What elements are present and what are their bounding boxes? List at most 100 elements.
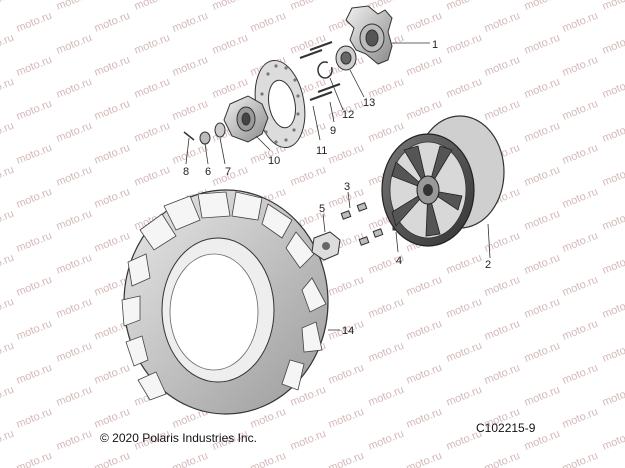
watermark-text: moto.ru	[171, 142, 210, 167]
watermark-text: moto.ru	[249, 10, 288, 35]
callout-6: 6	[205, 166, 211, 178]
watermark-text: moto.ru	[601, 32, 625, 57]
watermark-text: moto.ru	[561, 318, 600, 343]
watermark-text: moto.ru	[55, 32, 94, 57]
watermark-text: moto.ru	[15, 54, 54, 79]
watermark-text: moto.ru	[55, 164, 94, 189]
watermark-text: moto.ru	[561, 450, 600, 468]
knuckle-part-1	[345, 5, 430, 65]
watermark-text: moto.ru	[15, 142, 54, 167]
watermark-text: moto.ru	[367, 120, 406, 145]
watermark-text: moto.ru	[523, 340, 562, 365]
watermark-text: moto.ru	[561, 406, 600, 431]
watermark-text: moto.ru	[171, 10, 210, 35]
watermark-text: moto.ru	[445, 340, 484, 365]
watermark-text: moto.ru	[405, 318, 444, 343]
brake-rotor	[254, 59, 306, 149]
watermark-text: moto.ru	[55, 76, 94, 101]
watermark-text: moto.ru	[171, 450, 210, 468]
callout-5: 5	[319, 203, 325, 215]
watermark-text: moto.ru	[93, 186, 132, 211]
callout-12: 12	[342, 109, 354, 121]
watermark-text: moto.ru	[523, 296, 562, 321]
watermark-text: moto.ru	[0, 384, 16, 409]
watermark-text: moto.ru	[93, 10, 132, 35]
watermark-text: moto.ru	[55, 384, 94, 409]
center-cap-part-5	[311, 213, 341, 261]
watermark-text: moto.ru	[483, 274, 522, 299]
watermark-text: moto.ru	[367, 296, 406, 321]
watermark-text: moto.ru	[133, 164, 172, 189]
figure-code: C102215-9	[476, 421, 536, 435]
callout-9: 9	[330, 125, 336, 137]
hub-part-10	[223, 95, 271, 151]
watermark-text: moto.ru	[523, 120, 562, 145]
watermark-text: moto.ru	[55, 340, 94, 365]
watermark-text: moto.ru	[405, 450, 444, 468]
watermark-text: moto.ru	[15, 406, 54, 431]
watermark-text: moto.ru	[0, 208, 16, 233]
watermark-text: moto.ru	[483, 362, 522, 387]
watermark-text: moto.ru	[601, 208, 625, 233]
axle-hardware-parts-6-7-8	[183, 122, 226, 165]
watermark-text: moto.ru	[0, 76, 16, 101]
watermark-text: moto.ru	[55, 120, 94, 145]
watermark-text: moto.ru	[93, 362, 132, 387]
watermark-text: moto.ru	[523, 76, 562, 101]
watermark-text: moto.ru	[133, 32, 172, 57]
watermark-text: moto.ru	[601, 340, 625, 365]
watermark-text: moto.ru	[15, 98, 54, 123]
watermark-text: moto.ru	[327, 362, 366, 387]
watermark-text: moto.ru	[15, 450, 54, 468]
watermark-text: moto.ru	[601, 164, 625, 189]
watermark-text: moto.ru	[0, 32, 16, 57]
watermark-text: moto.ru	[561, 54, 600, 79]
bearing-part-13	[335, 45, 365, 98]
watermark-text: moto.ru	[55, 296, 94, 321]
watermark-text: moto.ru	[367, 340, 406, 365]
watermark-text: moto.ru	[523, 208, 562, 233]
watermark-text: moto.ru	[483, 54, 522, 79]
watermark-text: moto.ru	[561, 98, 600, 123]
callout-10: 10	[268, 155, 280, 167]
watermark-text: moto.ru	[327, 142, 366, 167]
watermark-text: moto.ru	[93, 142, 132, 167]
watermark-text: moto.ru	[367, 428, 406, 453]
watermark-text: moto.ru	[561, 186, 600, 211]
watermark-text: moto.ru	[0, 428, 16, 453]
watermark-text: moto.ru	[483, 318, 522, 343]
watermark-text: moto.ru	[15, 230, 54, 255]
watermark-text: moto.ru	[601, 384, 625, 409]
watermark-text: moto.ru	[93, 406, 132, 431]
watermark-text: moto.ru	[0, 340, 16, 365]
watermark-text: moto.ru	[601, 296, 625, 321]
watermark-text: moto.ru	[405, 274, 444, 299]
watermark-text: moto.ru	[445, 252, 484, 277]
copyright-notice: © 2020 Polaris Industries Inc.	[100, 431, 257, 445]
watermark-text: moto.ru	[445, 0, 484, 13]
watermark-text: moto.ru	[601, 252, 625, 277]
watermark-text: moto.ru	[327, 450, 366, 468]
watermark-text: moto.ru	[405, 98, 444, 123]
callout-7: 7	[225, 166, 231, 178]
watermark-text: moto.ru	[133, 0, 172, 13]
callout-3: 3	[344, 181, 350, 193]
watermark-text: moto.ru	[289, 428, 328, 453]
watermark-text: moto.ru	[55, 252, 94, 277]
watermark-text: moto.ru	[249, 450, 288, 468]
watermark-text: moto.ru	[211, 0, 250, 13]
callout-11: 11	[316, 145, 327, 157]
watermark-text: moto.ru	[0, 0, 16, 13]
watermark-text: moto.ru	[601, 76, 625, 101]
callout-8: 8	[183, 166, 189, 178]
watermark-text: moto.ru	[15, 274, 54, 299]
watermark-text: moto.ru	[561, 362, 600, 387]
watermark-text: moto.ru	[93, 54, 132, 79]
watermark-text: moto.ru	[601, 120, 625, 145]
watermark-text: moto.ru	[211, 32, 250, 57]
watermark-text: moto.ru	[523, 32, 562, 57]
watermark-text: moto.ru	[483, 98, 522, 123]
watermark-text: moto.ru	[93, 230, 132, 255]
wheel-part-2	[381, 115, 505, 259]
